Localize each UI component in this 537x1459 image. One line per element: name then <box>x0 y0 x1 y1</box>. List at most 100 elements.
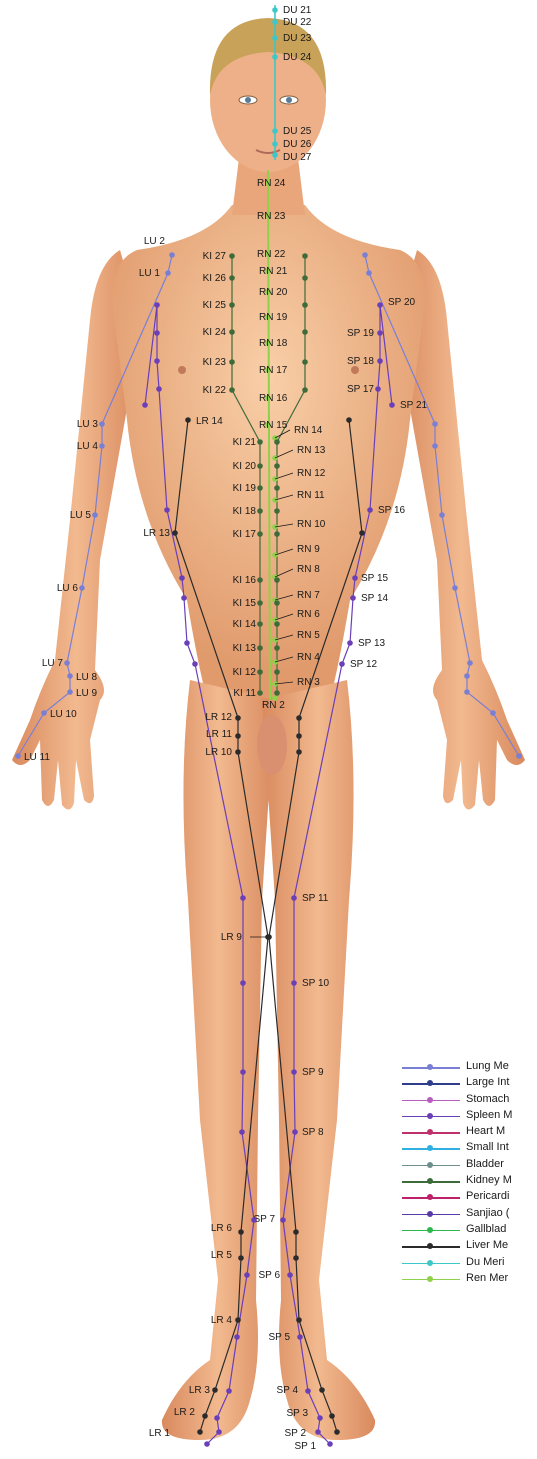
legend-label: Liver Me <box>466 1239 508 1251</box>
lr-point-mirror <box>334 1429 340 1435</box>
legend-item: Du Meri <box>400 1256 537 1272</box>
point-label: RN 16 <box>259 393 288 404</box>
point-label: RN 5 <box>297 630 320 641</box>
legend-item: Lung Me <box>400 1060 537 1076</box>
left-leg <box>162 680 275 1440</box>
sp-point <box>339 661 345 667</box>
legend-item: Gallblad <box>400 1223 537 1239</box>
point-label: SP 16 <box>378 505 405 516</box>
point-label: LU 1 <box>139 268 161 279</box>
du-point <box>272 35 278 41</box>
point-label: LR 1 <box>149 1428 171 1439</box>
point-label: LR 5 <box>211 1250 233 1261</box>
point-label: KI 15 <box>233 598 257 609</box>
ki-point <box>257 669 263 675</box>
legend-item: Large Int <box>400 1076 537 1092</box>
left-pupil <box>245 97 251 103</box>
legend-dot <box>427 1097 433 1103</box>
legend-label: Pericardi <box>466 1190 509 1202</box>
meridian-legend: Lung Me Large Int Stomach Spleen M Heart… <box>400 1060 537 1288</box>
lr-point-mirror <box>296 1317 302 1323</box>
lr-point <box>235 715 241 721</box>
lr-point <box>212 1387 218 1393</box>
du-point <box>272 141 278 147</box>
ki-point <box>257 463 263 469</box>
ki-point <box>257 439 263 445</box>
sp-point-mirror <box>184 640 190 646</box>
point-label: KI 17 <box>233 529 257 540</box>
lu-point <box>99 443 105 449</box>
ki-point <box>257 690 263 696</box>
legend-dot <box>427 1178 433 1184</box>
point-label: SP 8 <box>302 1127 324 1138</box>
lu-point <box>79 585 85 591</box>
ki-point-mirror <box>274 439 280 445</box>
point-label: LU 4 <box>77 441 99 452</box>
ki-point-mirror <box>274 645 280 651</box>
point-label: LR 12 <box>205 712 232 723</box>
lu-point-mirror <box>464 673 470 679</box>
point-label: RN 24 <box>257 178 286 189</box>
sp-point-mirror <box>181 595 187 601</box>
sp-point-mirror <box>192 661 198 667</box>
sp-point-mirror <box>251 1217 257 1223</box>
du-point <box>272 128 278 134</box>
point-label: SP 7 <box>254 1214 276 1225</box>
point-label: RN 15 <box>259 420 288 431</box>
lu-point-mirror <box>366 270 372 276</box>
lr-point <box>235 733 241 739</box>
du-point <box>272 152 278 158</box>
point-label: SP 13 <box>358 638 385 649</box>
point-label: LR 3 <box>189 1385 211 1396</box>
point-label: KI 11 <box>233 688 256 699</box>
lu-point-mirror <box>362 252 368 258</box>
point-label: KI 25 <box>203 300 227 311</box>
sp-point <box>317 1415 323 1421</box>
point-label: RN 18 <box>259 338 288 349</box>
legend-item: Spleen M <box>400 1109 537 1125</box>
genitals <box>257 715 287 775</box>
ki-point-mirror <box>302 329 308 335</box>
sp-point <box>377 302 383 308</box>
lu-point <box>99 421 105 427</box>
lr-point-mirror <box>296 733 302 739</box>
point-label: DU 21 <box>283 5 312 16</box>
sp-point <box>347 640 353 646</box>
lu-point-mirror <box>467 660 473 666</box>
point-label: SP 11 <box>302 893 329 904</box>
sp-point <box>327 1441 333 1447</box>
legend-dot <box>427 1113 433 1119</box>
point-label: KI 23 <box>203 357 227 368</box>
legend-item: Stomach <box>400 1093 537 1109</box>
legend-item: Sanjiao ( <box>400 1207 537 1223</box>
lu-point <box>165 270 171 276</box>
point-label: KI 26 <box>203 273 227 284</box>
point-label: LR 13 <box>143 528 170 539</box>
du-point <box>272 19 278 25</box>
ki-point-mirror <box>302 387 308 393</box>
legend-item: Heart M <box>400 1125 537 1141</box>
lr-point <box>235 1317 241 1323</box>
sp-point <box>287 1272 293 1278</box>
point-label: KI 24 <box>203 327 227 338</box>
point-label: LR 4 <box>211 1315 233 1326</box>
left-nipple <box>178 366 186 374</box>
point-label: KI 12 <box>233 667 257 678</box>
ki-point-mirror <box>302 302 308 308</box>
legend-label: Large Int <box>466 1076 509 1088</box>
point-label: SP 21 <box>400 400 427 411</box>
sp-point-mirror <box>240 980 246 986</box>
point-label: SP 1 <box>295 1441 317 1452</box>
sp-point-mirror <box>239 1129 245 1135</box>
point-label: KI 16 <box>233 575 257 586</box>
point-label: LR 2 <box>174 1407 196 1418</box>
point-label: LU 9 <box>76 688 98 699</box>
point-label: RN 19 <box>259 312 288 323</box>
point-label: RN 7 <box>297 590 320 601</box>
point-label: SP 15 <box>361 573 388 584</box>
sp-point <box>352 575 358 581</box>
point-label: DU 25 <box>283 126 312 137</box>
legend-label: Lung Me <box>466 1060 509 1072</box>
legend-label: Bladder <box>466 1158 504 1170</box>
legend-item: Bladder <box>400 1158 537 1174</box>
